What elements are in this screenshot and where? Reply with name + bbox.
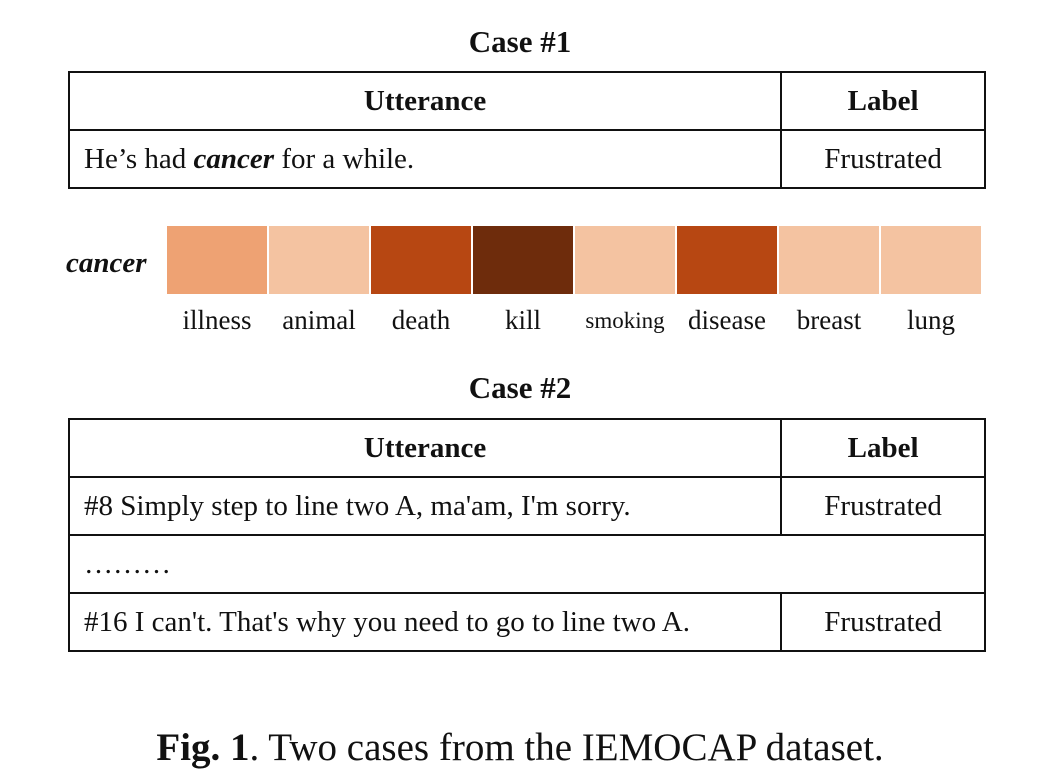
table-row: #16 I can't. That's why you need to go t… <box>67 592 986 652</box>
utterance-keyword: cancer <box>193 142 275 175</box>
heatmap-cell-animal: animal <box>269 226 369 335</box>
heatmap-word: death <box>391 305 451 335</box>
heatmap-word: lung <box>906 305 955 335</box>
heatmap-word: breast <box>796 305 862 335</box>
heatmap-keyword: cancer <box>66 247 147 279</box>
table-row-ellipsis: ……… <box>68 534 986 594</box>
figure-caption: Fig. 1. Two cases from the IEMOCAP datas… <box>0 726 1040 770</box>
caption-text: . Two cases from the IEMOCAP dataset. <box>249 726 884 769</box>
case1-utterance-header: Utterance <box>67 71 783 131</box>
heatmap-word: smoking <box>585 308 665 333</box>
case1-label-header: Label <box>780 71 986 131</box>
case2-label-cell: Frustrated <box>780 476 986 536</box>
case1-utterance-cell: He’s had cancer for a while. <box>67 129 783 189</box>
utterance-text-before: He’s had <box>84 142 194 175</box>
table-row: #8 Simply step to line two A, ma'am, I'm… <box>67 476 986 536</box>
heatmap-word: animal <box>282 305 356 335</box>
case1-table: Utterance Label He’s had cancer for a wh… <box>67 71 986 189</box>
heatmap-cell-lung: lung <box>881 226 981 335</box>
heatmap-word: kill <box>504 305 541 335</box>
heatmap-cell-illness: illness <box>167 226 267 335</box>
case2-ellipsis-cell: ……… <box>68 534 986 594</box>
heatmap-cell-breast: breast <box>779 226 879 335</box>
case1-title: Case #1 <box>468 24 572 59</box>
case2-utterance-cell: #16 I can't. That's why you need to go t… <box>67 592 783 652</box>
case1-header-row: Utterance Label <box>67 71 986 131</box>
figure-label: Fig. 1 <box>156 726 250 769</box>
case1-label-cell: Frustrated <box>780 129 986 189</box>
heatmap-cell-kill: kill <box>473 226 573 335</box>
heatmap-row: illness animal death kill smoking diseas… <box>167 226 983 335</box>
case2-title: Case #2 <box>468 370 572 405</box>
case2-utterance-cell: #8 Simply step to line two A, ma'am, I'm… <box>67 476 783 536</box>
heatmap-cell-smoking: smoking <box>575 226 675 333</box>
case2-header-row: Utterance Label <box>67 418 986 478</box>
heatmap-cell-disease: disease <box>677 226 777 335</box>
table-row: He’s had cancer for a while. Frustrated <box>67 129 986 189</box>
case2-label-header: Label <box>780 418 986 478</box>
case2-utterance-header: Utterance <box>67 418 783 478</box>
case2-label-cell: Frustrated <box>780 592 986 652</box>
case2-table: Utterance Label #8 Simply step to line t… <box>67 418 986 652</box>
heatmap-word: illness <box>182 305 252 335</box>
heatmap-word: disease <box>688 305 766 335</box>
heatmap-cell-death: death <box>371 226 471 335</box>
utterance-text-after: for a while. <box>274 142 415 175</box>
